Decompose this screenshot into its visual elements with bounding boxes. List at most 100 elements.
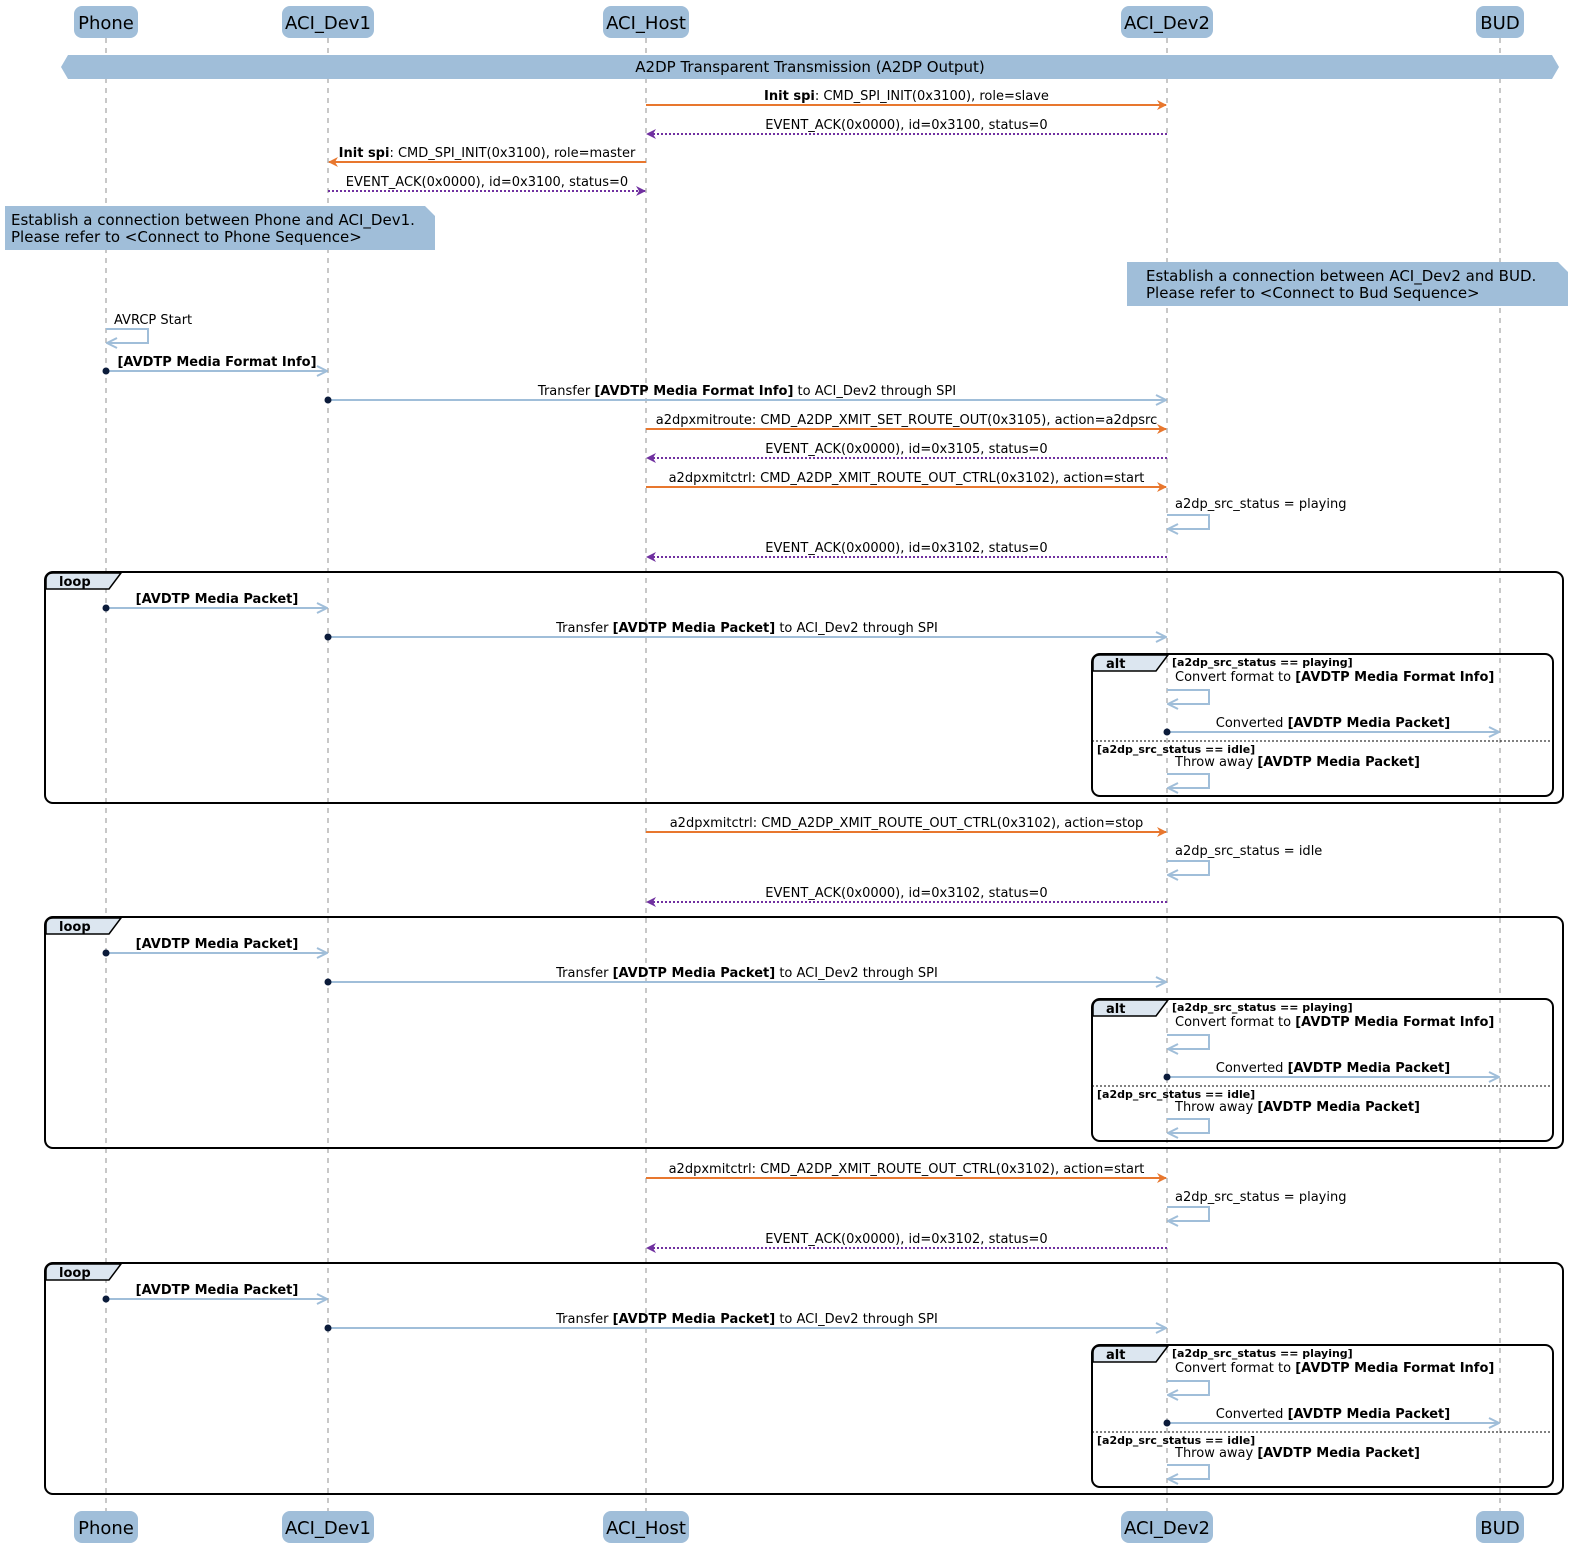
message-label: Init spi: CMD_SPI_INIT(0x3100), role=mas…	[339, 146, 636, 161]
note-0: Establish a connection between Phone and…	[5, 206, 435, 250]
loop-frame: loop	[44, 571, 1564, 804]
label-segment: EVENT_ACK(0x0000), id=0x3105, status=0	[765, 442, 1047, 457]
message-label: a2dpxmitroute: CMD_A2DP_XMIT_SET_ROUTE_O…	[656, 413, 1158, 428]
arrow-origin-dot	[324, 978, 332, 986]
message-label: Converted [AVDTP Media Packet]	[1216, 1407, 1450, 1422]
alt-tab	[1092, 654, 1170, 672]
message-label: Transfer [AVDTP Media Packet] to ACI_Dev…	[555, 1312, 938, 1327]
arrow-origin-dot	[102, 1295, 110, 1303]
label-segment: [AVDTP Media Packet]	[136, 592, 299, 607]
participant-bud-bottom: BUD	[1476, 1511, 1524, 1543]
label-segment: [AVDTP Media Packet]	[613, 1312, 776, 1327]
participant-phone-top: Phone	[74, 6, 138, 38]
label-segment: a2dpxmitctrl: CMD_A2DP_XMIT_ROUTE_OUT_CT…	[669, 1162, 1145, 1177]
loop-label: loop	[59, 575, 91, 590]
arrow-origin-dot	[102, 949, 110, 957]
message-label: [AVDTP Media Packet]	[136, 937, 299, 952]
participant-phone-bottom: Phone	[74, 1511, 138, 1543]
arrow-origin-dot	[1163, 1419, 1171, 1427]
message-label: Converted [AVDTP Media Packet]	[1216, 716, 1450, 731]
label-segment: Throw away	[1174, 755, 1257, 770]
label-segment: Transfer	[555, 1312, 612, 1327]
label-segment: Throw away	[1174, 1446, 1257, 1461]
self-message: Throw away [AVDTP Media Packet]	[1167, 1100, 1420, 1133]
label-segment: [AVDTP Media Packet]	[1257, 1100, 1420, 1115]
label-segment: [AVDTP Media Format Info]	[1295, 1015, 1494, 1030]
participant-box	[1121, 6, 1213, 38]
alt-guard-idle: [a2dp_src_status == idle]	[1097, 1434, 1255, 1447]
message-label: a2dp_src_status = playing	[1175, 497, 1346, 512]
label-segment: Transfer	[537, 384, 594, 399]
self-arrow	[1167, 689, 1210, 704]
participant-aci_host-top: ACI_Host	[603, 6, 689, 38]
label-segment: Init spi	[764, 89, 815, 104]
alt-tab	[1092, 1345, 1170, 1363]
self-arrow	[1167, 1380, 1210, 1395]
arrow-origin-dot	[324, 396, 332, 404]
participant-name: Phone	[78, 13, 134, 34]
alt-tab	[1092, 999, 1170, 1017]
message-label: Transfer [AVDTP Media Format Info] to AC…	[537, 384, 956, 399]
message-label: EVENT_ACK(0x0000), id=0x3105, status=0	[765, 442, 1047, 457]
self-arrow	[1167, 860, 1210, 875]
label-segment: [AVDTP Media Packet]	[1257, 755, 1420, 770]
label-segment: Converted	[1216, 1407, 1288, 1422]
participant-aci_dev2-bottom: ACI_Dev2	[1121, 1511, 1213, 1543]
participant-box	[603, 6, 689, 38]
participant-box	[1476, 1511, 1524, 1543]
label-segment: a2dpxmitroute: CMD_A2DP_XMIT_SET_ROUTE_O…	[656, 413, 1158, 428]
loop-tab	[45, 1263, 123, 1281]
label-segment: [AVDTP Media Packet]	[1257, 1446, 1420, 1461]
message-label: Throw away [AVDTP Media Packet]	[1174, 755, 1420, 770]
message-label: Throw away [AVDTP Media Packet]	[1174, 1446, 1420, 1461]
label-segment: to ACI_Dev2 through SPI	[775, 1312, 938, 1327]
alt-guard-playing: [a2dp_src_status == playing]	[1172, 1347, 1353, 1360]
data-message: Transfer [AVDTP Media Packet] to ACI_Dev…	[324, 621, 1167, 641]
participant-name: BUD	[1480, 13, 1519, 34]
message-label: [AVDTP Media Packet]	[136, 592, 299, 607]
arrow-origin-dot	[324, 1324, 332, 1332]
self-arrow	[1167, 773, 1210, 788]
loop-label: loop	[59, 920, 91, 935]
label-segment: to ACI_Dev2 through SPI	[775, 621, 938, 636]
message-label: EVENT_ACK(0x0000), id=0x3102, status=0	[765, 541, 1047, 556]
alt-label: alt	[1106, 1002, 1125, 1017]
label-segment: Convert format to	[1175, 670, 1295, 685]
label-segment: [AVDTP Media Packet]	[136, 937, 299, 952]
data-message: [AVDTP Media Packet]	[102, 1283, 328, 1303]
arrow-origin-dot	[1163, 1073, 1171, 1081]
divider-banner: A2DP Transparent Transmission (A2DP Outp…	[61, 55, 1559, 79]
message-label: Convert format to [AVDTP Media Format In…	[1175, 670, 1494, 685]
participant-aci_dev2-top: ACI_Dev2	[1121, 6, 1213, 38]
message-label: a2dp_src_status = playing	[1175, 1190, 1346, 1205]
self-message: Throw away [AVDTP Media Packet]	[1167, 755, 1420, 788]
data-message: Transfer [AVDTP Media Packet] to ACI_Dev…	[324, 1312, 1167, 1332]
loop-frame-border	[44, 916, 1564, 1149]
participant-name: ACI_Dev2	[1124, 1518, 1210, 1539]
self-arrow	[106, 328, 149, 343]
ack-message: EVENT_ACK(0x0000), id=0x3102, status=0	[646, 886, 1167, 907]
label-segment: Convert format to	[1175, 1361, 1295, 1376]
alt-guard-idle: [a2dp_src_status == idle]	[1097, 1088, 1255, 1101]
self-message: Convert format to [AVDTP Media Format In…	[1167, 670, 1494, 704]
data-message: [AVDTP Media Packet]	[102, 937, 328, 957]
arrow-origin-dot	[102, 604, 110, 612]
label-segment: EVENT_ACK(0x0000), id=0x3100, status=0	[765, 118, 1047, 133]
data-message: [AVDTP Media Format Info]	[102, 355, 328, 375]
loop-frame-border	[44, 1262, 1564, 1495]
sync-message: Init spi: CMD_SPI_INIT(0x3100), role=sla…	[646, 89, 1167, 110]
label-segment: : CMD_SPI_INIT(0x3100), role=slave	[815, 89, 1049, 104]
message-label: EVENT_ACK(0x0000), id=0x3100, status=0	[765, 118, 1047, 133]
self-arrow	[1167, 1034, 1210, 1049]
self-arrow	[1167, 1206, 1210, 1221]
message-label: [AVDTP Media Packet]	[136, 1283, 299, 1298]
participant-box	[282, 1511, 374, 1543]
label-segment: [AVDTP Media Packet]	[613, 966, 776, 981]
note-line: Establish a connection between Phone and…	[11, 211, 415, 230]
participant-aci_dev1-bottom: ACI_Dev1	[282, 1511, 374, 1543]
participant-box	[1121, 1511, 1213, 1543]
label-segment: Throw away	[1174, 1100, 1257, 1115]
sync-message: a2dpxmitroute: CMD_A2DP_XMIT_SET_ROUTE_O…	[646, 413, 1167, 434]
note-line: Establish a connection between ACI_Dev2 …	[1146, 267, 1536, 286]
